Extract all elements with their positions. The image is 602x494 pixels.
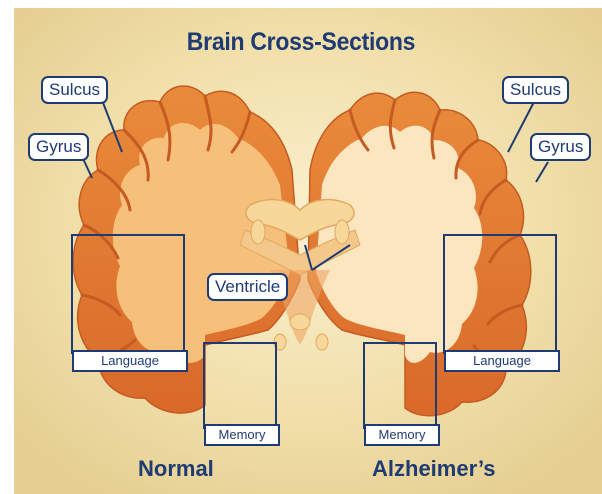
sulcus-right-label: Sulcus xyxy=(502,76,569,104)
normal-caption: Normal xyxy=(138,456,214,482)
ventricle-label: Ventricle xyxy=(207,273,288,301)
alzheimers-caption: Alzheimer’s xyxy=(372,456,496,482)
gyrus-right-label: Gyrus xyxy=(530,133,591,161)
memory-label-right: Memory xyxy=(364,424,440,446)
memory-label-left: Memory xyxy=(204,424,280,446)
language-label-left: Language xyxy=(72,350,188,372)
diagram-title: Brain Cross-Sections xyxy=(24,28,578,57)
sulcus-left-label: Sulcus xyxy=(41,76,108,104)
gyrus-left-label: Gyrus xyxy=(28,133,89,161)
language-label-right: Language xyxy=(444,350,560,372)
